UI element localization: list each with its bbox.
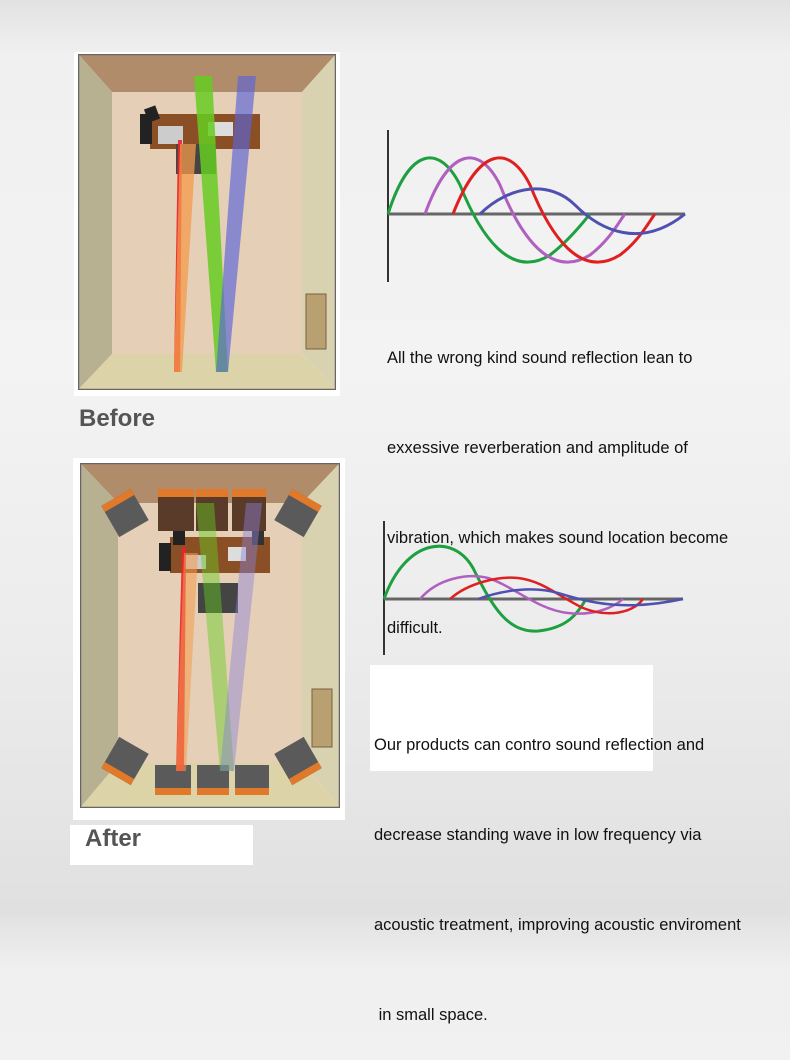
- before-description: All the wrong kind sound reflection lean…: [387, 283, 728, 673]
- before-wave-chart: [386, 130, 686, 282]
- before-desc-line: All the wrong kind sound reflection lean…: [387, 349, 693, 367]
- after-desc-line: in small space.: [374, 1006, 488, 1024]
- before-desc-line: vibration, which makes sound location be…: [387, 529, 729, 547]
- before-desc-line: exxessive reverberation and amplitude of: [387, 439, 688, 457]
- after-label-box: [70, 825, 253, 865]
- after-desc-line: Our products can contro sound reflection…: [374, 736, 705, 754]
- after-room-diagram: [80, 463, 340, 808]
- after-description: Our products can contro sound reflection…: [374, 670, 741, 1060]
- after-description-box: [370, 665, 653, 771]
- before-label: Before: [79, 405, 156, 432]
- after-label: After: [85, 825, 142, 852]
- after-desc-line: decrease standing wave in low frequency …: [374, 826, 702, 844]
- before-desc-line: difficult.: [387, 619, 443, 637]
- after-desc-line: acoustic treatment, improving acoustic e…: [374, 916, 741, 934]
- after-wave-chart: [382, 521, 684, 655]
- before-room-diagram: [78, 54, 336, 390]
